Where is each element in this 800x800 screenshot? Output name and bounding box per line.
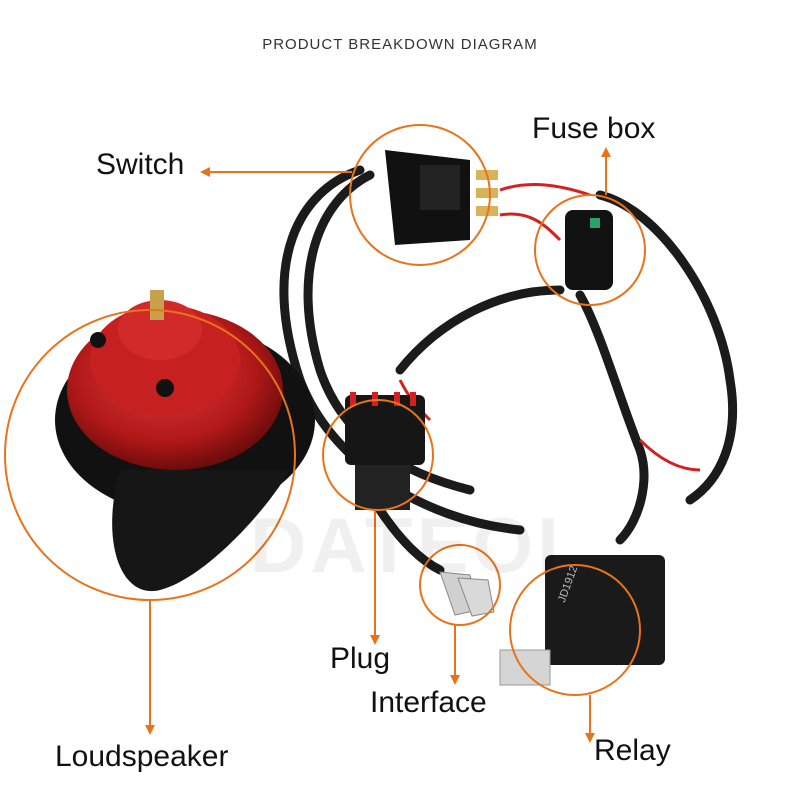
label-switch: Switch [96, 148, 185, 181]
cable-plug-tail [375, 505, 445, 575]
label-interface: Interface [370, 686, 487, 719]
label-loudspeaker: Loudspeaker [55, 740, 229, 773]
label-fuse-box: Fuse box [532, 112, 656, 145]
cable-plug-link [395, 285, 565, 375]
watermark-text: DATEOI [250, 501, 563, 589]
leader-arrows [145, 147, 611, 743]
cable-right-loop [595, 190, 738, 505]
interface-highlight-circle [419, 544, 501, 626]
fuse-box-component [565, 210, 613, 290]
label-plug: Plug [330, 642, 391, 675]
plug-component [345, 392, 425, 510]
fuse-box-highlight-circle [534, 194, 646, 306]
loudspeaker-component [55, 290, 315, 592]
relay-highlight-circle [509, 564, 641, 696]
diagram-title: PRODUCT BREAKDOWN DIAGRAM [262, 36, 538, 53]
plug-highlight-circle [322, 399, 434, 511]
interface-terminals [439, 571, 495, 617]
cable-fuse-lower [575, 290, 649, 545]
relay-component [499, 555, 665, 686]
highlight-circles [4, 124, 646, 696]
switch-highlight-circle [349, 124, 491, 266]
switch-component [385, 150, 498, 245]
label-relay: Relay [594, 734, 671, 767]
